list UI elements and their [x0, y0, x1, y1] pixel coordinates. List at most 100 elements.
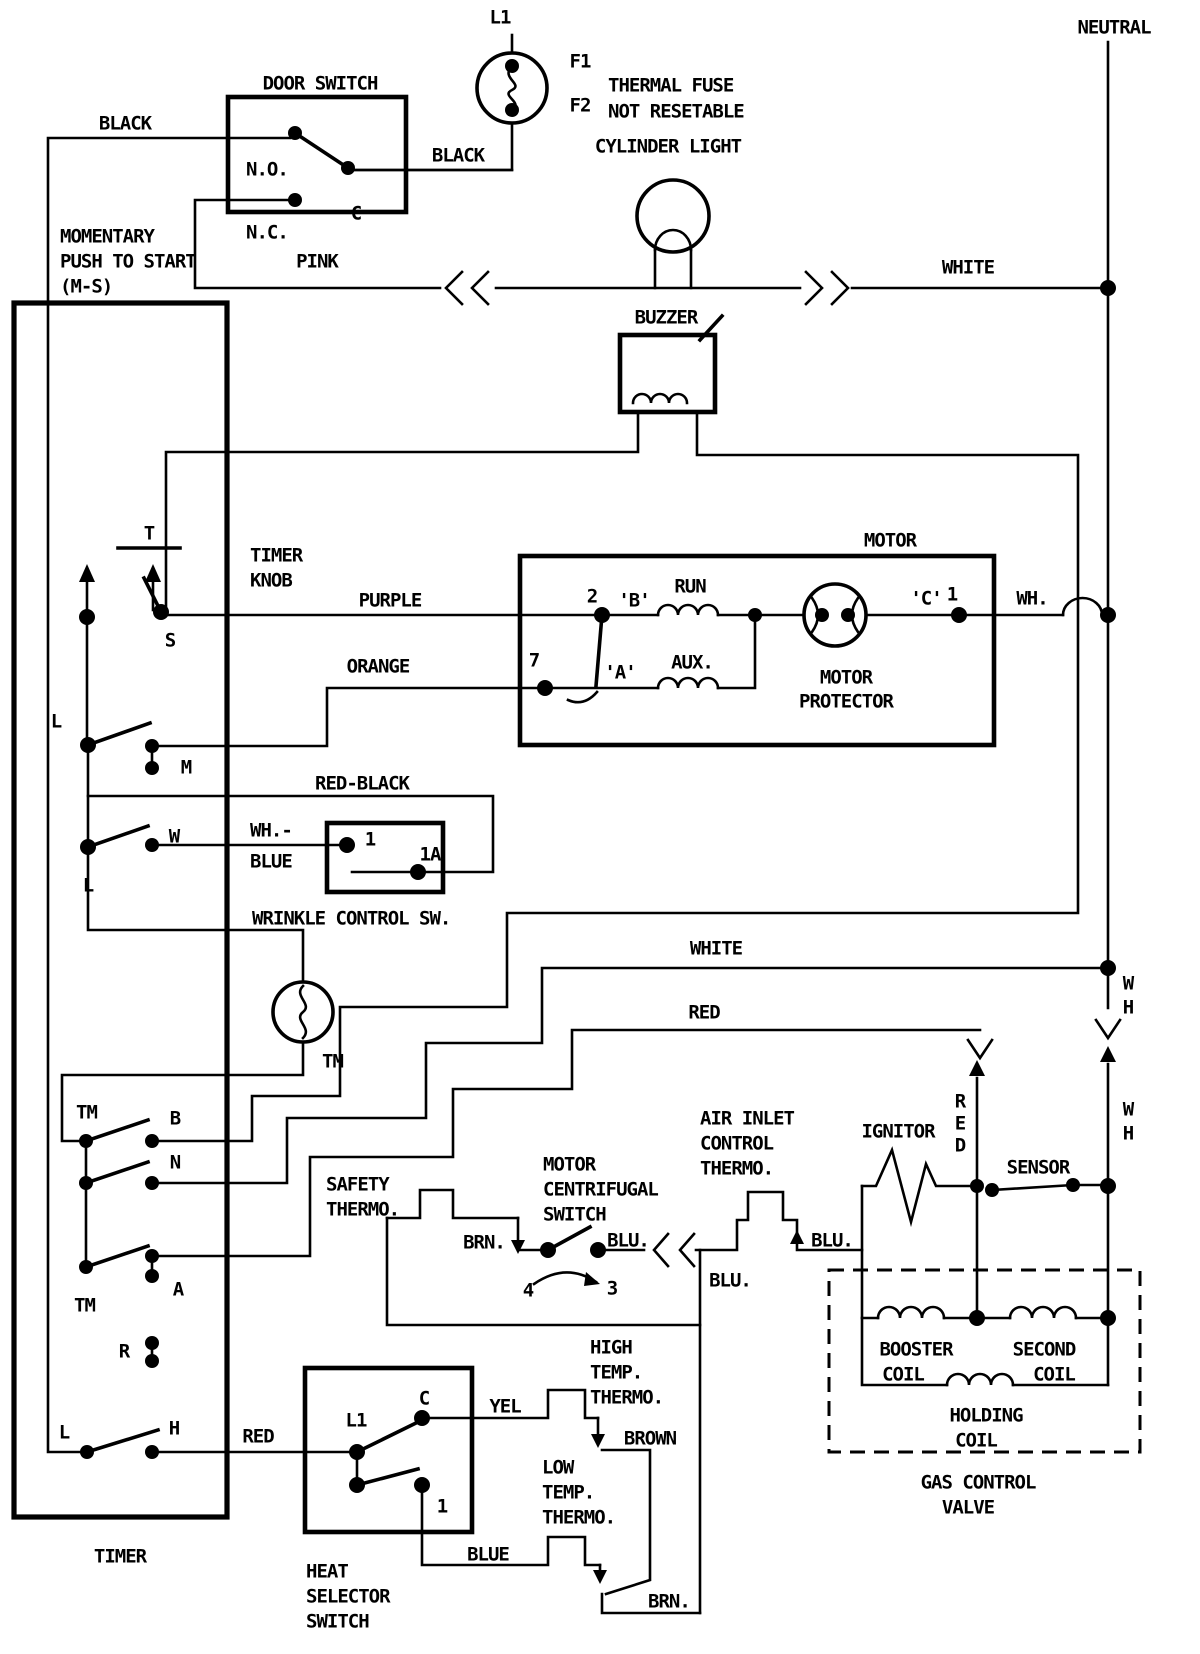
label-momentary-3: (M-S) [60, 276, 112, 298]
gas-valve-coil-wires [860, 1305, 1110, 1387]
label-momentary-1: MOMENTARY [60, 226, 156, 248]
motor-protector-symbol [802, 582, 868, 648]
label-wrinkle-1a: 1A [420, 844, 442, 866]
label-l1-top: L1 [490, 7, 511, 29]
label-booster-2: COIL [882, 1364, 924, 1386]
label-h: H [169, 1418, 180, 1440]
label-holding-1: HOLDING [949, 1405, 1023, 1427]
label-run: RUN [674, 576, 706, 598]
label-wh-motor: WH. [1016, 588, 1047, 610]
label-red-mid: RED [688, 1002, 720, 1024]
heat-selector-wires [354, 1388, 702, 1615]
label-wrinkle-1: 1 [365, 829, 376, 851]
timer-box [11, 300, 230, 1520]
label-tm-circle: TM [322, 1051, 343, 1073]
label-heat-sel-2: SELECTOR [306, 1586, 391, 1608]
label-motor: MOTOR [864, 530, 918, 552]
label-orange: ORANGE [347, 656, 410, 678]
label-black-left: BLACK [99, 113, 153, 135]
label-black-right: BLACK [432, 145, 486, 167]
connector-chevrons-right [804, 270, 850, 306]
label-whblue-1: WH.- [250, 820, 292, 842]
cylinder-light-bulb [635, 178, 711, 290]
label-neutral: NEUTRAL [1077, 17, 1151, 39]
label-centrifugal-3: SWITCH [543, 1204, 606, 1226]
label-contact-3: 3 [607, 1278, 618, 1300]
label-aux: AUX. [671, 652, 713, 674]
label-sensor: SENSOR [1007, 1157, 1071, 1179]
label-motor-protector-1: MOTOR [820, 667, 874, 689]
label-winding-a: 'A' [604, 662, 635, 684]
label-winding-c: 'C' [910, 588, 941, 610]
wrinkle-control-box [324, 820, 446, 895]
label-red-black: RED-BLACK [315, 773, 411, 795]
label-l-bottom: L [59, 1422, 70, 1444]
label-l-mid: L [51, 711, 62, 733]
label-contact-4: 4 [523, 1280, 534, 1302]
heat-selector-box [302, 1365, 475, 1535]
label-blu-3: BLU. [811, 1230, 853, 1252]
label-whblue-2: BLUE [250, 851, 292, 873]
label-timer-knob-2: KNOB [250, 570, 292, 592]
label-wrinkle-sw: WRINKLE CONTROL SW. [252, 908, 450, 930]
label-white-mid: WHITE [690, 938, 743, 960]
thermal-fuse-symbol [475, 51, 549, 125]
label-m: M [181, 757, 192, 779]
label-heat-1: 1 [437, 1496, 448, 1518]
buzzer-wires [150, 410, 1080, 1143]
motor-box [517, 553, 997, 748]
label-timer-knob-1: TIMER [250, 545, 304, 567]
label-pink: PINK [296, 251, 339, 273]
label-tm-lower: TM [74, 1295, 95, 1317]
label-r: R [119, 1341, 131, 1363]
label-wh-lower-2: H [1123, 1123, 1134, 1145]
timer-motor-symbol [271, 980, 335, 1044]
label-second-2: COIL [1033, 1364, 1075, 1386]
label-low-temp-3: THERMO. [542, 1507, 615, 1529]
label-thermal-fuse-2: NOT RESETABLE [608, 101, 744, 123]
label-a: A [173, 1279, 185, 1301]
staircase-wires [150, 966, 1110, 1258]
buzzer-coil [631, 313, 725, 405]
label-nc: N.C. [246, 222, 288, 244]
label-yel: YEL [489, 1396, 521, 1418]
label-heat-l1: L1 [346, 1410, 367, 1432]
label-low-temp-1: LOW [542, 1457, 575, 1479]
label-blue: BLUE [467, 1544, 509, 1566]
label-air-inlet-3: THERMO. [700, 1158, 773, 1180]
connector-chevrons-left [444, 270, 490, 306]
label-terminal-1-motor: 1 [947, 584, 958, 606]
ignitor-sensor-wires [860, 1018, 1122, 1320]
junction-dots [79, 59, 1116, 1493]
label-safety-1: SAFETY [326, 1174, 390, 1196]
label-heat-sel-1: HEAT [306, 1561, 348, 1583]
label-gas-valve-1: GAS CONTROL [921, 1472, 1036, 1494]
label-c-door: C [351, 203, 362, 225]
label-wh-lower-1: W [1123, 1099, 1135, 1121]
label-l-low: L [83, 875, 94, 897]
label-high-temp-1: HIGH [590, 1337, 632, 1359]
power-wires [46, 33, 1110, 1454]
label-wh-upper-2: H [1123, 997, 1134, 1019]
label-centrifugal-2: CENTRIFUGAL [543, 1179, 658, 1201]
label-red-v-2: E [955, 1113, 966, 1135]
label-red-v-1: R [955, 1091, 967, 1113]
label-brn-bottom: BRN. [648, 1591, 690, 1613]
label-t-knob: T [144, 523, 155, 545]
label-b: B [170, 1108, 181, 1130]
label-no: N.O. [246, 159, 288, 181]
label-ignitor: IGNITOR [861, 1121, 936, 1143]
label-f2: F2 [570, 95, 591, 117]
label-booster-1: BOOSTER [879, 1339, 954, 1361]
label-red-bottom: RED [242, 1426, 274, 1448]
label-centrifugal-1: MOTOR [543, 1154, 597, 1176]
label-blu-1: BLU. [607, 1230, 649, 1252]
label-f1: F1 [570, 51, 591, 73]
label-high-temp-2: TEMP. [590, 1362, 642, 1384]
label-w: W [169, 826, 181, 848]
label-terminal-7: 7 [529, 650, 540, 672]
label-door-switch: DOOR SWITCH [263, 73, 378, 95]
